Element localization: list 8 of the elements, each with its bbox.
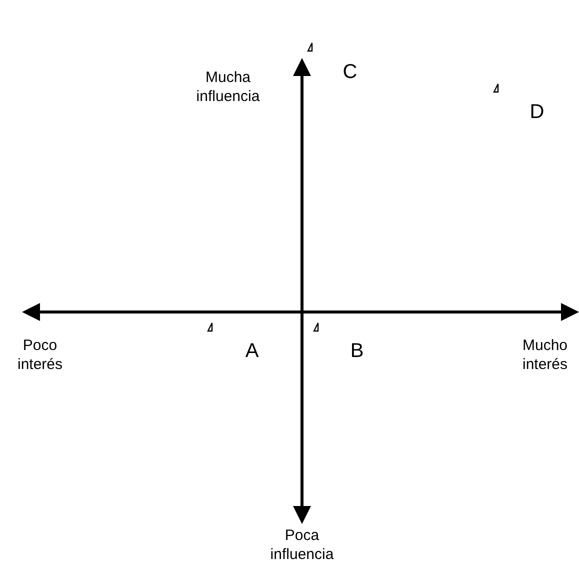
axis-label: Mucho interés [521, 337, 569, 374]
point-label: B [349, 339, 365, 364]
axis-label: Mucha influencia [195, 69, 261, 106]
point-label: C [342, 60, 358, 85]
point-label: A [244, 339, 260, 364]
axis-label: Poco interés [16, 337, 64, 374]
axis-label: Poca influencia [269, 527, 335, 564]
point-label: D [528, 100, 546, 125]
